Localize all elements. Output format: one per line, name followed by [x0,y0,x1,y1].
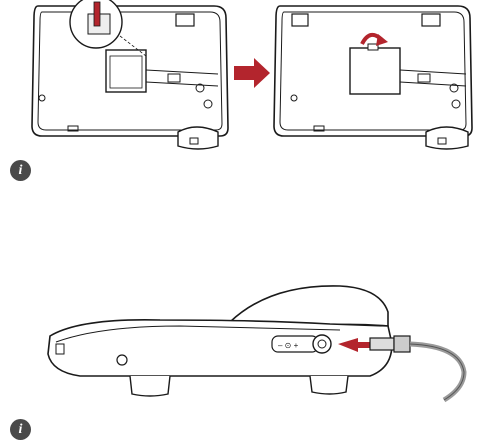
phone-bottom-insert-battery [28,0,232,152]
svg-text:– ⊙ +: – ⊙ + [278,341,299,350]
phone-side-power-adapter: – ⊙ + [40,282,480,412]
info-icon: i [10,160,31,181]
next-step-arrow [234,58,270,88]
phone-bottom-close-cover [270,0,482,152]
info-icon: i [10,419,31,440]
